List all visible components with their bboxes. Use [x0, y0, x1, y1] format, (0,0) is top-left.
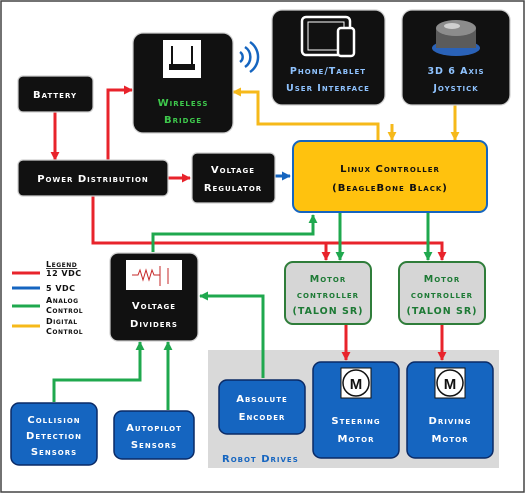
driving-motor-node: M Driving Motor: [406, 361, 494, 459]
voltage-regulator-node: Voltage Regulator: [191, 152, 276, 204]
motor-controller-2-node: Motor controller (TALON SR): [398, 261, 486, 325]
battery-node: Battery: [17, 75, 94, 113]
autopilot-sensors-label-2: Sensors: [131, 440, 177, 451]
linux-controller-label-2: (BeagleBone Black): [332, 183, 448, 194]
legend-label-analog-2: Control: [46, 306, 83, 315]
linux-controller-label-1: Linux Controller: [340, 164, 440, 175]
legend-label-12vdc: 12 VDC: [46, 269, 82, 278]
motor-controller-2-label-3: (TALON SR): [407, 306, 478, 317]
wire-power-to-motor-controllers: [91, 196, 447, 261]
router-icon: [163, 40, 201, 78]
motor-controller-1-label-1: Motor: [310, 274, 347, 285]
collision-sensors-label-3: Sensors: [31, 447, 77, 458]
voltage-dividers-label-2: Dividers: [130, 319, 178, 330]
steering-motor-label-2: Motor: [337, 434, 374, 445]
legend: Legend 12 VDC 5 VDC Analog Control Digit…: [12, 260, 83, 336]
legend-label-5vdc: 5 VDC: [46, 284, 76, 293]
joystick-label-2: Joystick: [432, 83, 478, 94]
absolute-encoder-label-2: Encoder: [239, 412, 286, 423]
voltage-divider-schematic-icon: [126, 260, 182, 290]
wire-collision-sensors-to-dividers: [52, 341, 145, 402]
legend-label-digital-2: Control: [46, 327, 83, 336]
voltage-regulator-label-1: Voltage: [211, 165, 255, 176]
motor-controller-1-node: Motor controller (TALON SR): [284, 261, 372, 325]
legend-title: Legend: [46, 260, 77, 269]
phone-tablet-node: Phone/Tablet User Interface: [271, 9, 386, 106]
motor-icon: M: [340, 367, 372, 399]
motor-controller-1-label-2: controller: [297, 290, 359, 301]
wireless-bridge-label-2: Bridge: [164, 115, 202, 126]
absolute-encoder-label-1: Absolute: [236, 394, 288, 405]
legend-label-analog-1: Analog: [46, 296, 79, 305]
wireless-signal-icon: [239, 40, 260, 74]
wireless-bridge-label-1: Wireless: [158, 98, 209, 109]
wire-dividers-to-linux-controller: [151, 214, 318, 252]
voltage-dividers-node: Voltage Dividers: [109, 252, 199, 342]
voltage-regulator-label-2: Regulator: [204, 183, 262, 194]
autopilot-sensors-node: Autopilot Sensors: [113, 410, 195, 460]
collision-sensors-node: Collision Detection Sensors: [10, 402, 98, 466]
phone-tablet-label-2: User Interface: [286, 83, 370, 94]
collision-sensors-label-2: Detection: [26, 431, 82, 442]
battery-label: Battery: [33, 90, 77, 101]
joystick-node: 3D 6 Axis Joystick: [401, 9, 511, 106]
wireless-bridge-node: Wireless Bridge: [132, 32, 234, 134]
phone-icon: [336, 26, 356, 58]
steering-motor-label-1: Steering: [331, 416, 380, 427]
motor-icon: M: [434, 367, 466, 399]
wire-linux-controller-to-wireless-bridge: [232, 87, 380, 140]
steering-motor-node: M Steering Motor: [312, 361, 400, 459]
power-distribution-node: Power Distribution: [17, 159, 169, 197]
driving-motor-label-2: Motor: [431, 434, 468, 445]
motor-icon-letter: M: [444, 376, 457, 393]
collision-sensors-label-1: Collision: [27, 415, 80, 426]
absolute-encoder-node: Absolute Encoder: [218, 379, 306, 435]
motor-controller-2-label-1: Motor: [424, 274, 461, 285]
joystick-label-1: 3D 6 Axis: [427, 66, 484, 77]
wire-encoder-to-voltage-dividers: [199, 291, 265, 378]
linux-controller-node: Linux Controller (BeagleBone Black): [292, 140, 488, 213]
joystick-icon: [432, 20, 480, 56]
voltage-dividers-label-1: Voltage: [132, 301, 176, 312]
motor-controller-2-label-2: controller: [411, 290, 473, 301]
motor-controller-1-label-3: (TALON SR): [293, 306, 364, 317]
wire-power-to-wireless-bridge: [106, 85, 133, 160]
power-distribution-label: Power Distribution: [37, 174, 149, 185]
robot-drives-label: Robot Drives: [222, 454, 299, 465]
legend-label-digital-1: Digital: [46, 317, 78, 326]
autopilot-sensors-label-1: Autopilot: [126, 423, 182, 434]
phone-tablet-label-1: Phone/Tablet: [290, 66, 366, 77]
motor-icon-letter: M: [350, 376, 363, 393]
driving-motor-label-1: Driving: [429, 416, 472, 427]
